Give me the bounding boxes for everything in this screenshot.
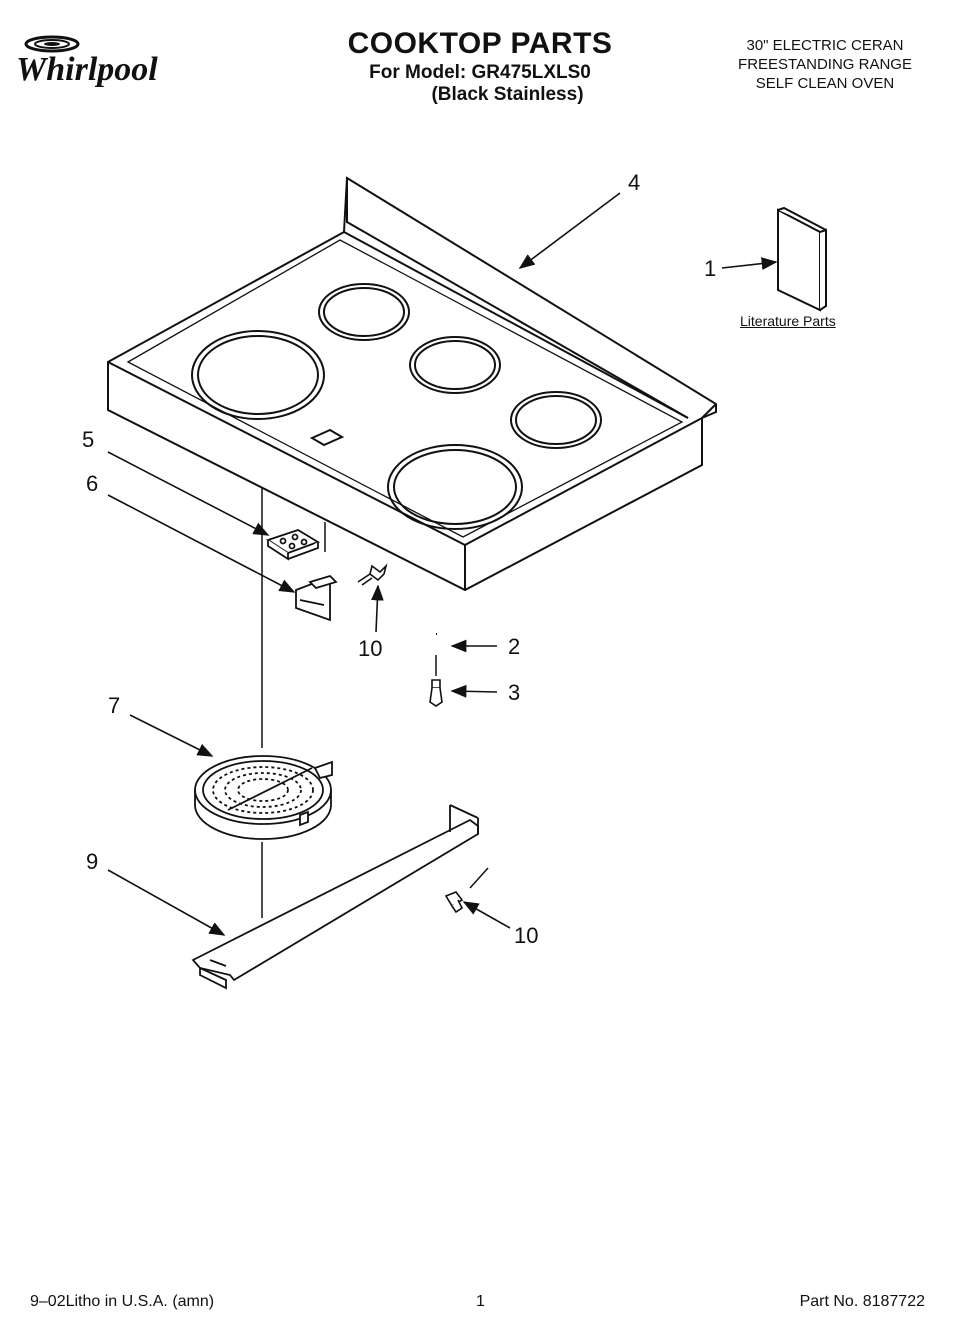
product-line-2: FREESTANDING RANGE bbox=[738, 56, 912, 73]
mounting-bracket bbox=[295, 574, 338, 622]
callout-10-lower: 10 bbox=[514, 923, 538, 948]
callout-7: 7 bbox=[108, 693, 120, 718]
model-number: For Model: GR475LXLS0 bbox=[369, 62, 591, 83]
callout-2: 2 bbox=[508, 634, 520, 659]
page-title: COOKTOP PARTS bbox=[347, 27, 613, 60]
limit-switch bbox=[265, 529, 321, 561]
exploded-parts-diagram: 4 1 5 6 10 2 3 7 9 10 bbox=[82, 170, 827, 990]
whirlpool-logo: Whirlpool bbox=[14, 32, 194, 92]
title-block: COOKTOP PARTS For Model: GR475LXLS0 (Bla… bbox=[300, 28, 660, 106]
callout-3: 3 bbox=[508, 680, 520, 705]
callout-9: 9 bbox=[86, 849, 98, 874]
callout-10-upper: 10 bbox=[358, 636, 382, 661]
burner-circles bbox=[191, 283, 602, 530]
callout-6: 6 bbox=[86, 471, 98, 496]
element-support-bar bbox=[191, 804, 479, 990]
literature-parts-label: Literature Parts bbox=[740, 313, 836, 329]
callout-4: 4 bbox=[628, 170, 640, 195]
screw-upper bbox=[357, 563, 388, 586]
product-line-3: SELF CLEAN OVEN bbox=[755, 75, 895, 92]
cooktop-glass bbox=[107, 176, 717, 592]
screw-lower bbox=[444, 891, 464, 914]
screw-part-3 bbox=[429, 679, 443, 707]
product-description: 30" ELECTRIC CERAN FREESTANDING RANGE SE… bbox=[700, 36, 950, 93]
callout-1: 1 bbox=[704, 256, 716, 281]
page-number: 1 bbox=[476, 1293, 485, 1310]
litho-note: 9–02Litho in U.S.A. (amn) bbox=[30, 1293, 215, 1310]
product-line-1: 30" ELECTRIC CERAN bbox=[746, 37, 904, 54]
literature-booklet bbox=[777, 206, 827, 312]
callout-5: 5 bbox=[82, 427, 94, 452]
part-number: Part No. 8187722 bbox=[799, 1293, 925, 1310]
brand-name: Whirlpool bbox=[16, 51, 158, 88]
radiant-element bbox=[194, 755, 333, 840]
model-variant: (Black Stainless) bbox=[431, 84, 584, 105]
logo-swirl-icon: Whirlpool bbox=[16, 35, 158, 88]
